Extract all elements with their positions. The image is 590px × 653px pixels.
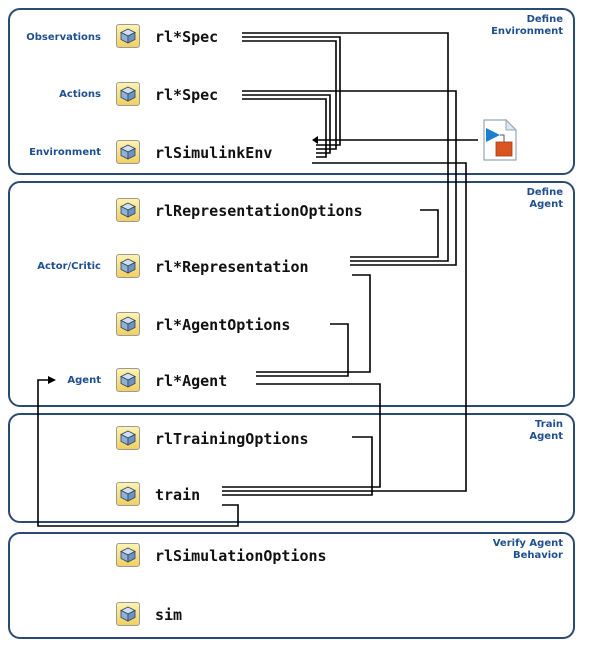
wire-agent-options xyxy=(256,323,349,377)
wire-train-loop xyxy=(37,379,239,527)
function-representation[interactable]: rl*Representation xyxy=(155,258,309,276)
function-agent[interactable]: rl*Agent xyxy=(155,372,228,390)
wire-env-train xyxy=(222,162,467,492)
cube-icon xyxy=(116,426,140,450)
section-title: Define Agent xyxy=(526,187,563,210)
label-agent: Agent xyxy=(67,375,101,386)
simulink-model-icon xyxy=(482,118,518,162)
section-title: Verify Agent Behavior xyxy=(492,538,563,561)
section-title: Define Environment xyxy=(491,14,563,37)
label-actions: Actions xyxy=(59,89,101,100)
section-title: Train Agent xyxy=(529,419,563,442)
label-observations: Observations xyxy=(26,32,101,43)
wire-rep-options xyxy=(350,209,439,258)
panel-define-agent: Define Agent xyxy=(8,181,575,407)
wire-act-spec xyxy=(242,90,457,266)
cube-icon xyxy=(116,368,140,392)
label-actor-critic: Actor/Critic xyxy=(37,261,101,272)
wire-obs-spec xyxy=(242,32,449,262)
function-sim[interactable]: sim xyxy=(155,606,183,624)
wire-agent-train xyxy=(222,383,381,488)
cube-icon xyxy=(116,543,140,567)
cube-icon xyxy=(116,254,140,278)
function-agent-options[interactable]: rl*AgentOptions xyxy=(155,316,291,334)
cube-icon xyxy=(116,312,140,336)
cube-icon xyxy=(116,140,140,164)
cube-icon xyxy=(116,482,140,506)
cube-icon xyxy=(116,602,140,626)
function-act-spec[interactable]: rl*Spec xyxy=(155,86,219,104)
panel-train-agent: Train Agent xyxy=(8,413,575,523)
function-representation-options[interactable]: rlRepresentationOptions xyxy=(155,202,363,220)
wire-representation xyxy=(256,274,371,373)
cube-icon xyxy=(116,198,140,222)
cube-icon xyxy=(116,24,140,48)
function-obs-spec[interactable]: rl*Spec xyxy=(155,28,219,46)
panel-verify-agent: Verify Agent Behavior xyxy=(8,532,575,639)
function-simulink-env[interactable]: rlSimulinkEnv xyxy=(155,144,273,162)
cube-icon xyxy=(116,82,140,106)
function-training-options[interactable]: rlTrainingOptions xyxy=(155,430,309,448)
function-simulation-options[interactable]: rlSimulationOptions xyxy=(155,547,327,565)
wire-training-options xyxy=(222,436,373,496)
label-environment: Environment xyxy=(29,147,101,158)
function-train[interactable]: train xyxy=(155,486,201,504)
